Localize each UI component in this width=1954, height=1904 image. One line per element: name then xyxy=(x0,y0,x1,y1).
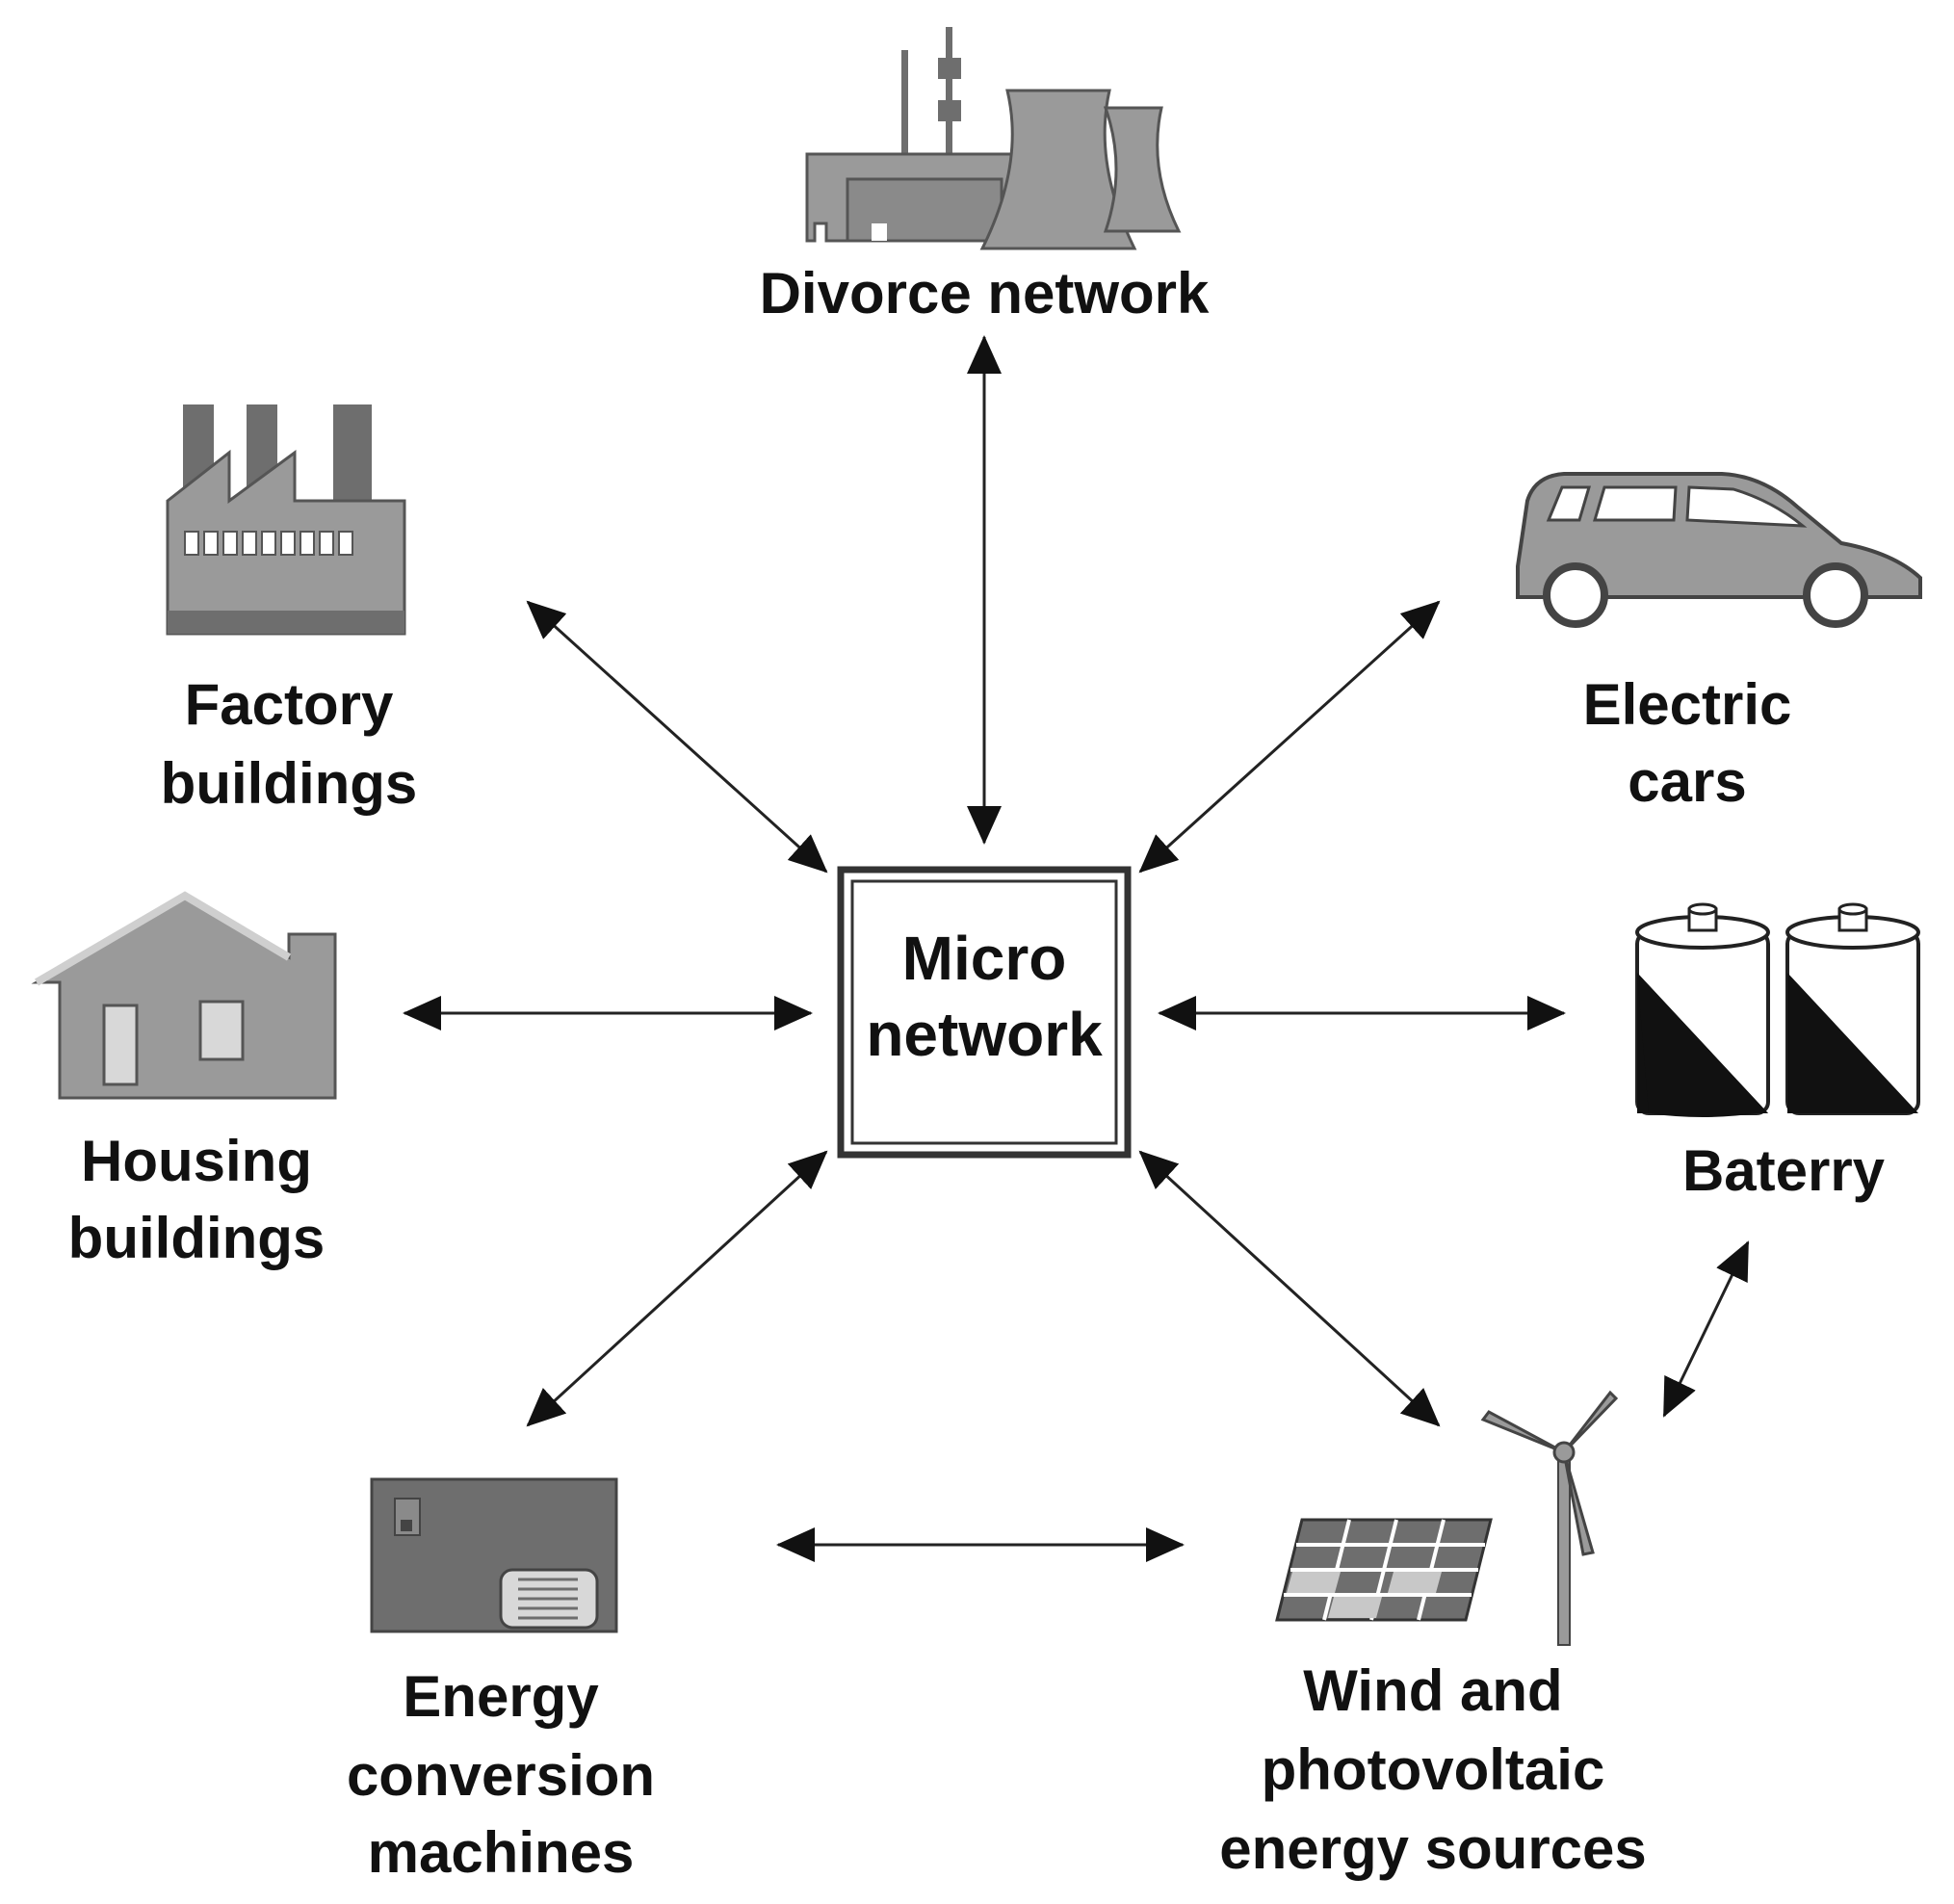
micro-network-box: Micro network xyxy=(837,866,1132,1159)
machine-label-line3: machines xyxy=(368,1820,635,1885)
grid-label: Divorce network xyxy=(760,261,1210,326)
connector-car xyxy=(1138,600,1441,874)
renewables-label-line2: photovoltaic xyxy=(1262,1737,1605,1802)
connector-machine xyxy=(526,1150,828,1427)
connectors xyxy=(403,335,1750,1562)
factory-label-line1: Factory xyxy=(185,672,394,737)
connector-factory xyxy=(526,600,828,874)
renewables-label-line1: Wind and xyxy=(1303,1658,1562,1723)
factory-label-line2: buildings xyxy=(161,751,418,816)
micro-network-label-line2: network xyxy=(866,1000,1103,1069)
battery-icon xyxy=(1635,902,1920,1117)
renewables-label-line3: energy sources xyxy=(1219,1816,1647,1881)
house-label-line1: Housing xyxy=(81,1129,312,1193)
power-plant-icon xyxy=(805,27,1182,250)
connector-renewables-battery xyxy=(1662,1240,1750,1418)
house-icon xyxy=(31,891,337,1100)
micro-network-label-line1: Micro xyxy=(902,924,1067,993)
factory-icon xyxy=(166,404,406,636)
machine-label-line2: conversion xyxy=(347,1743,655,1808)
house-label-line2: buildings xyxy=(68,1206,326,1270)
battery-label: Baterry xyxy=(1682,1138,1886,1203)
car-label-line1: Electric xyxy=(1583,672,1792,737)
generator-icon xyxy=(370,1477,618,1633)
machine-label-line1: Energy xyxy=(403,1664,599,1729)
car-label-line2: cars xyxy=(1628,749,1746,814)
connector-renewables xyxy=(1138,1150,1441,1427)
wind-solar-icon xyxy=(1275,1390,1619,1646)
car-icon xyxy=(1516,472,1922,628)
